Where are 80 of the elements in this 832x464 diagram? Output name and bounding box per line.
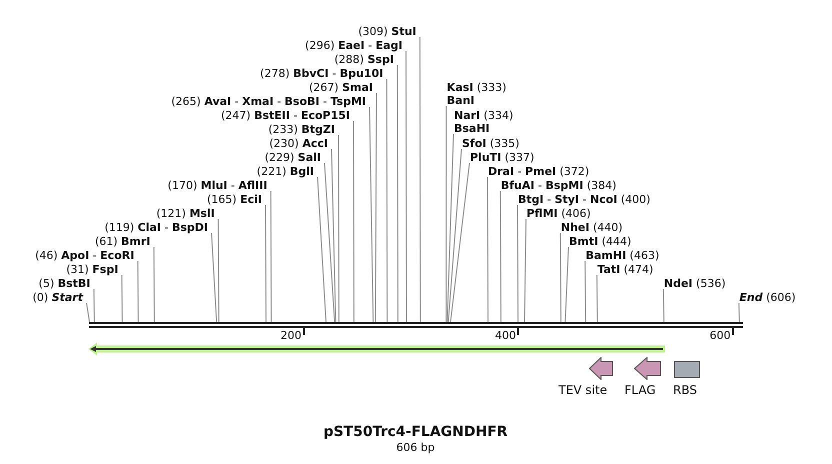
restriction-site-label: (170) MluI - AflIII xyxy=(168,178,272,192)
map-end-label: (0) Start xyxy=(32,290,87,304)
leader-line xyxy=(500,190,502,322)
restriction-site-label: PluTI (337) xyxy=(469,150,534,164)
leader-line xyxy=(564,246,569,322)
restriction-site-label: DraI - PmeI (372) xyxy=(487,164,590,178)
leader-line xyxy=(86,302,90,322)
restriction-site-label: (288) SspI xyxy=(334,52,398,66)
feature-label: RBS xyxy=(673,383,697,397)
restriction-site-label: (165) EciI xyxy=(207,192,266,206)
leader-line xyxy=(446,106,447,322)
leader-line xyxy=(596,274,598,322)
leader-line xyxy=(331,148,336,322)
restriction-site-label: NheI (440) xyxy=(560,220,623,234)
leader-line xyxy=(738,302,740,322)
leader-line xyxy=(419,36,421,322)
leader-line xyxy=(374,92,377,322)
leader-line xyxy=(662,288,664,322)
restriction-site-label: (265) AvaI - XmaI - BsoBI - TspMI xyxy=(171,94,370,108)
restriction-site-label: BsaHI xyxy=(454,122,491,134)
restriction-site-label: (61) BmrI xyxy=(94,234,154,248)
restriction-site-label: (296) EaeI - EagI xyxy=(305,38,406,52)
restriction-site-label: (31) FspI xyxy=(66,262,122,276)
leader-line xyxy=(137,260,139,322)
restriction-site-label: (278) BbvCI - Bpu10I xyxy=(260,66,388,80)
leader-line xyxy=(353,120,354,322)
restriction-site-label: BmtI (444) xyxy=(568,234,632,248)
restriction-site-label: (46) ApoI - EcoRI xyxy=(35,248,138,262)
leader-line xyxy=(211,232,218,322)
leader-line xyxy=(369,106,374,322)
restriction-site-label: PflMI (406) xyxy=(526,206,591,220)
map-caption: 606 bp xyxy=(396,441,435,454)
scale-label: 200 xyxy=(280,329,302,342)
restriction-site-label: SfoI (335) xyxy=(461,136,520,150)
restriction-site-label: (309) StuI xyxy=(358,24,420,38)
restriction-site-label: BanI xyxy=(446,94,476,106)
leader-line xyxy=(406,50,407,322)
restriction-site-label: BtgI - StyI - NcoI (400) xyxy=(517,192,650,206)
leader-line xyxy=(584,260,586,322)
restriction-site-label: (121) MslI xyxy=(156,206,219,220)
restriction-site-label: (119) ClaI - BspDI xyxy=(104,220,212,234)
restriction-site-label: TatI (474) xyxy=(596,262,654,276)
restriction-site-label: (267) SmaI xyxy=(309,80,377,94)
leader-line xyxy=(93,288,95,322)
leader-line xyxy=(524,218,526,322)
leader-line xyxy=(396,64,398,322)
leader-line xyxy=(560,232,562,322)
leader-line xyxy=(324,162,336,322)
leader-line xyxy=(487,176,488,322)
restriction-site-label: (229) SalI xyxy=(264,150,325,164)
restriction-site-label: NdeI (536) xyxy=(662,276,726,290)
feature-arrow xyxy=(88,342,666,356)
leader-line xyxy=(448,148,462,322)
scale-label: 400 xyxy=(495,329,516,342)
scale-label: 600 xyxy=(710,329,731,342)
feature-label: FLAG xyxy=(624,383,656,397)
leader-line xyxy=(153,246,155,322)
sequence-backbone xyxy=(89,322,742,328)
restriction-site-label: (230) AccI xyxy=(269,136,332,150)
leader-line xyxy=(270,190,272,322)
restriction-site-label: (247) BstEII - EcoP15I xyxy=(221,108,354,122)
restriction-site-label: BamHI (463) xyxy=(584,248,660,262)
map-end-label: End (606) xyxy=(738,290,796,304)
leader-line xyxy=(446,134,454,322)
restriction-site-label: BfuAI - BspMI (384) xyxy=(500,178,616,192)
leader-line xyxy=(121,274,123,322)
leader-line xyxy=(450,162,470,322)
leader-line xyxy=(265,204,266,322)
restriction-site-label: (221) BglI xyxy=(256,164,318,178)
leader-line xyxy=(218,218,220,322)
restriction-site-label: (5) BstBI xyxy=(38,276,94,290)
map-title: pST50Trc4-FLAGNDHFR xyxy=(323,424,508,441)
feature-label: TEV site xyxy=(558,383,608,397)
restriction-site-label: (233) BtgZI xyxy=(268,122,339,136)
leader-line xyxy=(386,78,388,322)
restriction-site-label: KasI (333) xyxy=(446,80,506,94)
restriction-site-label: NarI (334) xyxy=(454,108,514,122)
leader-line xyxy=(517,204,518,322)
leader-line xyxy=(338,134,340,322)
leader-line xyxy=(317,176,326,322)
